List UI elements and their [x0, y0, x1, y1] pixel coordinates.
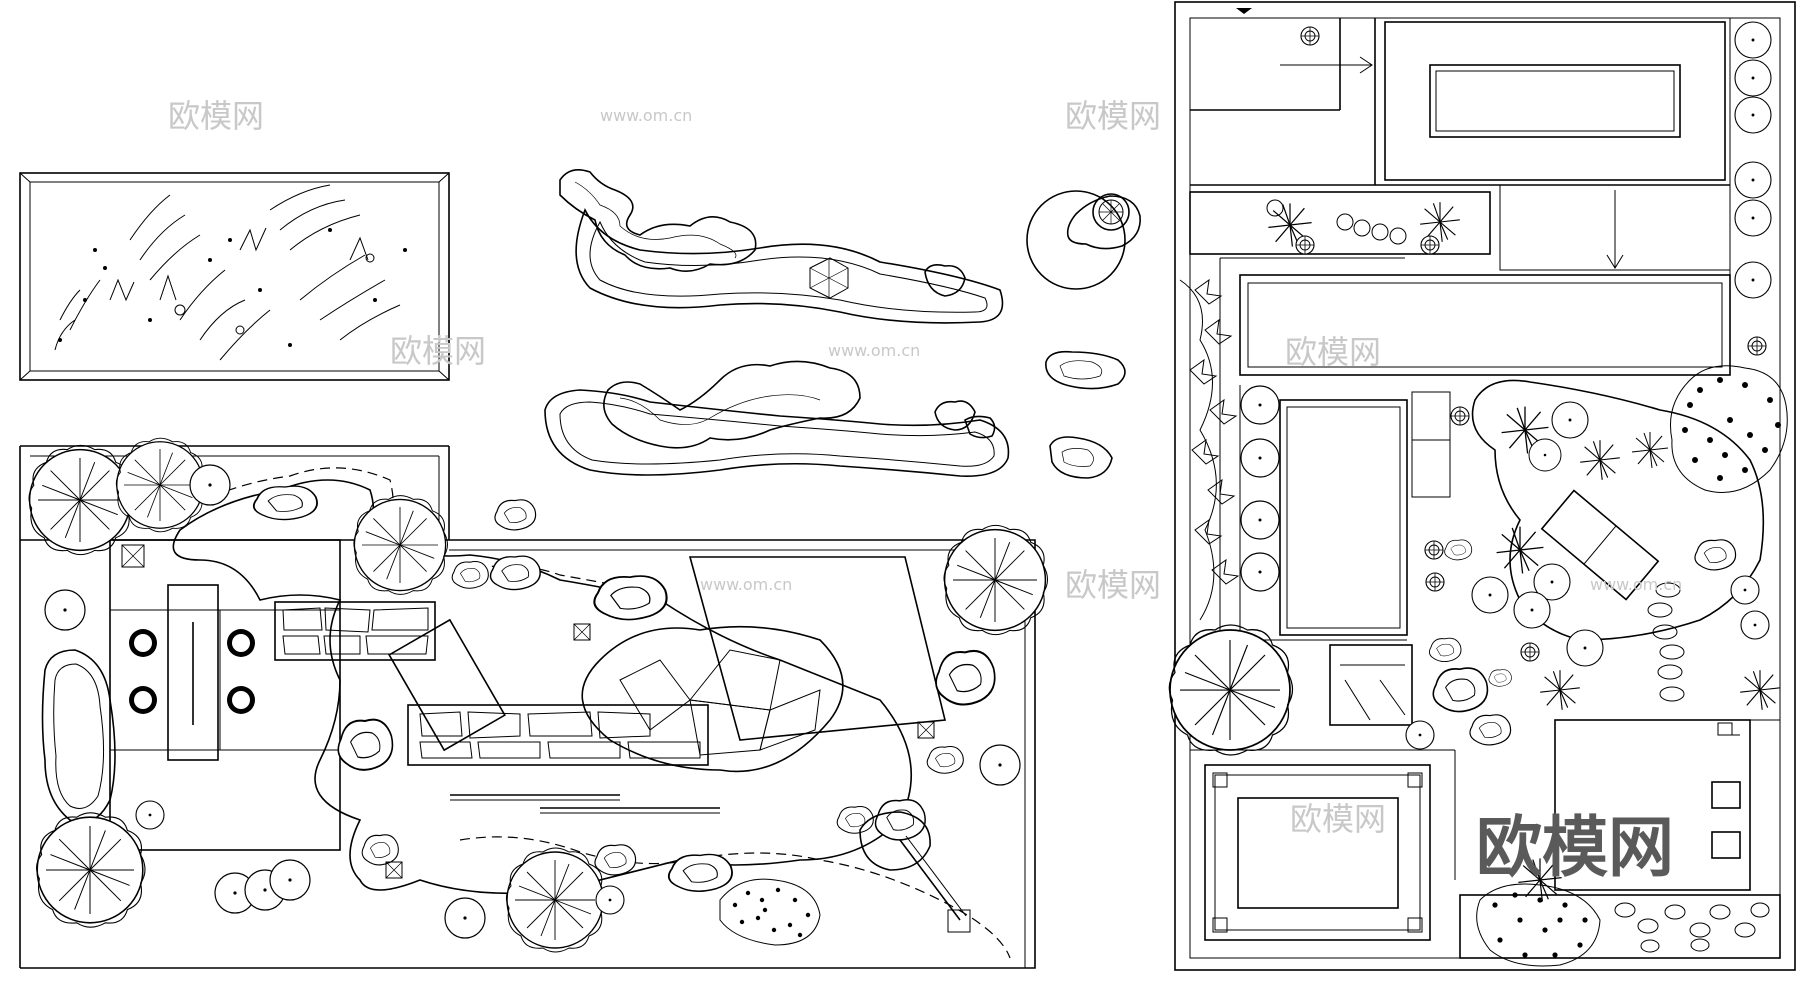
- courtyard-garden-plan: [19, 437, 1049, 969]
- watermark-url: www.om.cn: [1590, 575, 1682, 594]
- watermark-brand: 欧模网: [390, 332, 486, 370]
- round-fountain: [1026, 190, 1141, 290]
- dense-shrub-bottom: [1476, 883, 1601, 967]
- watermark-url: www.om.cn: [600, 106, 692, 125]
- residential-garden-plan: [1168, 1, 1796, 971]
- dense-tree: [1669, 365, 1788, 493]
- rockery-element-lower: [544, 360, 1010, 477]
- rockery-element-upper: [559, 169, 1004, 324]
- climbing-plants: [1179, 278, 1240, 621]
- watermark-url: www.om.cn: [700, 575, 792, 594]
- watermark-brand-large: 欧模网: [1476, 809, 1674, 886]
- watermark-brand: 欧模网: [1290, 800, 1386, 838]
- watermark-brand: 欧模网: [168, 97, 264, 135]
- foliage-panel: [19, 172, 450, 381]
- watermark-url: www.om.cn: [828, 341, 920, 360]
- watermarks: 欧模网 www.om.cn 欧模网 欧模网 www.om.cn 欧模网 www.…: [168, 97, 1682, 886]
- watermark-brand: 欧模网: [1065, 566, 1161, 604]
- watermark-brand: 欧模网: [1065, 97, 1161, 135]
- stepping-stones-pair: [1045, 350, 1126, 479]
- watermark-brand: 欧模网: [1285, 333, 1381, 371]
